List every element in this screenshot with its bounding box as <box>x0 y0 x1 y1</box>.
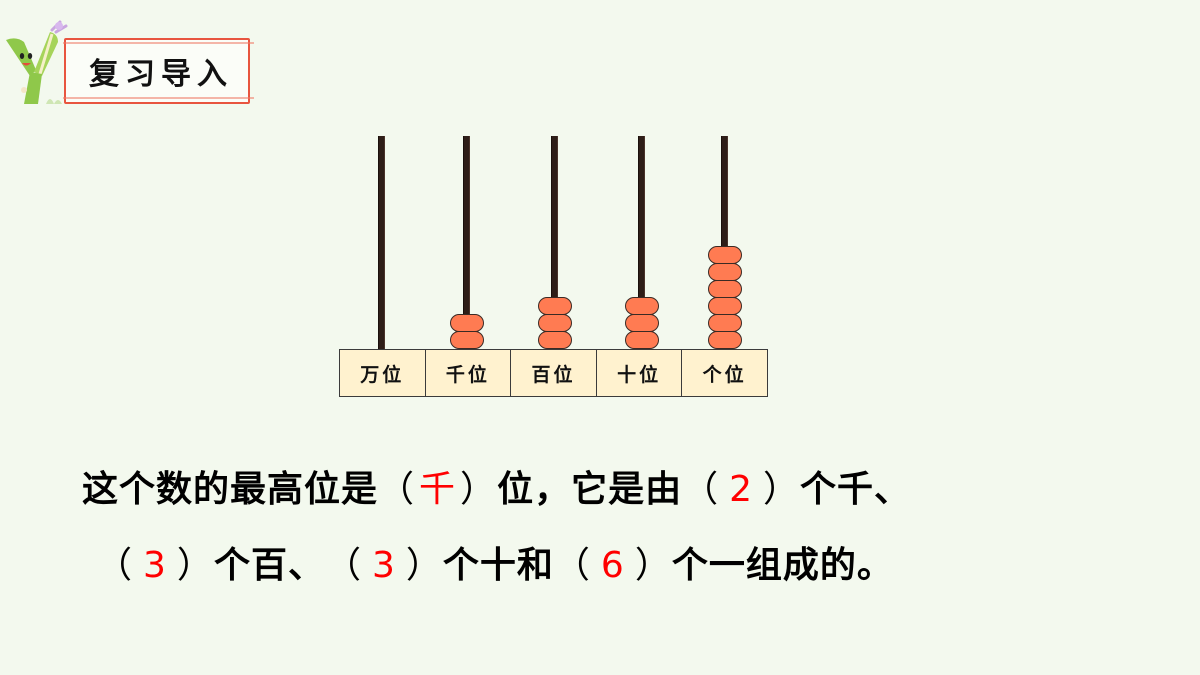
place-label-thousands: 千位 <box>426 350 512 396</box>
bead-ones <box>708 280 742 298</box>
bead-hundreds <box>538 331 572 349</box>
bead-ones <box>708 297 742 315</box>
rod-tens <box>638 136 645 350</box>
place-label-ones: 个位 <box>702 363 747 386</box>
rod-hundreds <box>551 136 558 350</box>
bead-tens <box>625 297 659 315</box>
answer-tens-count: 3 <box>371 545 396 586</box>
close-paren: ） <box>176 545 214 586</box>
bead-hundreds <box>538 314 572 332</box>
place-label-ten-thousands: 万位 <box>340 350 426 396</box>
close-paren: ） <box>405 545 443 586</box>
letter-y-mascot-icon <box>6 20 68 104</box>
open-paren: （ <box>96 545 134 586</box>
question-text: 个千、 <box>800 469 912 510</box>
open-paren: （ <box>553 545 591 586</box>
bead-ones <box>708 331 742 349</box>
answer-highest-place: 千 <box>419 469 457 510</box>
section-header: 复习导入 <box>0 12 260 104</box>
open-paren: （ <box>682 469 720 510</box>
bead-ones <box>708 314 742 332</box>
section-title-box: 复习导入 <box>63 38 254 104</box>
counting-abacus: 万位 千位 百位 十位 个位 <box>339 130 769 400</box>
place-label-tens: 十位 <box>597 350 683 396</box>
bead-ones <box>708 263 742 281</box>
rod-thousands <box>463 136 470 350</box>
bead-thousands <box>450 331 484 349</box>
open-paren: （ <box>324 545 362 586</box>
close-paren: ） <box>763 469 801 510</box>
rod-ten-thousands <box>378 136 385 350</box>
fill-in-question: 这个数的最高位是（千）位，它是由（2）个千、 （3）个百、（3）个十和（6）个一… <box>82 452 1162 604</box>
place-value-table: 万位 千位 百位 十位 个位 <box>339 349 768 397</box>
close-paren: ） <box>460 469 498 510</box>
open-paren: （ <box>378 469 416 510</box>
question-text: 个百、 <box>213 545 325 586</box>
question-line-2: （3）个百、（3）个十和（6）个一组成的。 <box>82 528 1162 604</box>
bead-hundreds <box>538 297 572 315</box>
answer-ones-count: 6 <box>600 545 625 586</box>
question-text: 这个数的最高位是 <box>82 469 379 510</box>
section-title: 复习导入 <box>89 57 233 92</box>
answer-hundreds-count: 3 <box>143 545 167 586</box>
question-text: 位，它是由 <box>497 469 683 510</box>
bead-tens <box>625 331 659 349</box>
question-text: 个一组成的。 <box>671 545 894 586</box>
bead-ones <box>708 246 742 264</box>
bead-tens <box>625 314 659 332</box>
question-text: 个十和 <box>442 545 554 586</box>
place-label-hundreds: 百位 <box>511 350 597 396</box>
rod-ones <box>721 136 728 350</box>
close-paren: ） <box>634 545 672 586</box>
bead-thousands <box>450 314 484 332</box>
answer-thousands-count: 2 <box>729 469 753 510</box>
question-line-1: 这个数的最高位是（千）位，它是由（2）个千、 <box>82 452 1162 528</box>
